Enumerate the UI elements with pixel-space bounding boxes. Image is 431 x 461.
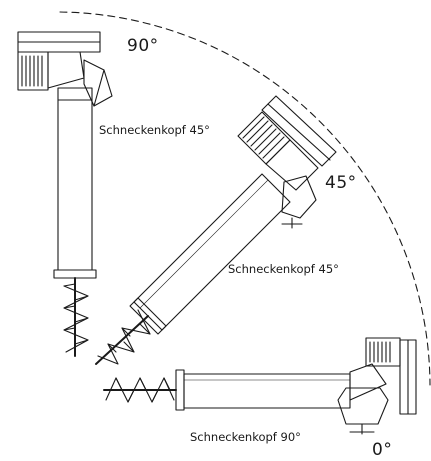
horizontal-flange — [175, 369, 185, 411]
vertical-screw — [63, 277, 89, 357]
angle-range-arc — [59, 11, 431, 386]
angle-label-45: 45° — [325, 173, 357, 193]
vertical-discharge — [83, 59, 113, 107]
angle-label-90: 90° — [127, 36, 159, 56]
inclined-motor — [237, 111, 291, 165]
caption-vertical-conveyor: Schneckenkopf 45° — [99, 123, 210, 137]
angle-label-0: 0° — [372, 440, 393, 460]
horizontal-motor — [365, 337, 401, 367]
inclined-flange — [129, 297, 167, 335]
vertical-conveyor — [17, 31, 113, 357]
vertical-flange — [53, 269, 97, 279]
horizontal-screw — [103, 377, 177, 403]
horizontal-inlet — [337, 387, 389, 425]
caption-horizontal-conveyor: Schneckenkopf 90° — [190, 430, 301, 444]
inclined-screw — [95, 309, 151, 365]
inclined-conveyor — [95, 95, 337, 365]
vertical-gearbox — [47, 51, 85, 89]
caption-inclined-conveyor: Schneckenkopf 45° — [228, 262, 339, 276]
inclined-head-plate — [261, 95, 337, 167]
horizontal-gearbox — [349, 363, 387, 401]
horizontal-tube — [183, 373, 351, 409]
horizontal-conveyor — [103, 337, 417, 435]
vertical-tube — [57, 87, 93, 271]
inclined-tube — [133, 173, 291, 331]
inclined-discharge — [281, 175, 317, 219]
